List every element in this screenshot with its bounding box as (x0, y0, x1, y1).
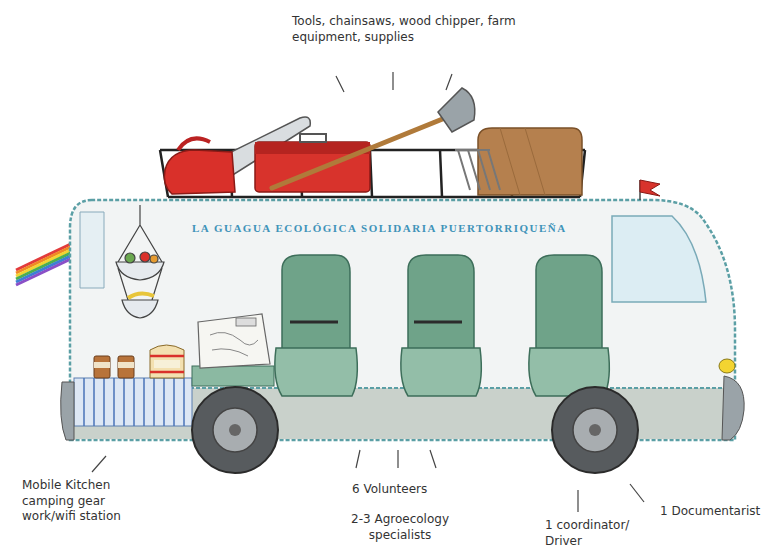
van-body (70, 200, 735, 440)
van-seat (401, 348, 481, 396)
shovel (438, 88, 475, 132)
rear-window (80, 212, 104, 288)
supply-box (478, 128, 582, 195)
van-body (70, 200, 735, 440)
supply-box (500, 128, 545, 195)
jar (94, 362, 110, 368)
van-seat (414, 321, 462, 324)
van-seat (290, 321, 338, 324)
wheel (192, 387, 638, 473)
van-title: LA GUAGUA ECOLÓGICA SOLIDARIA PUERTORRIQ… (192, 222, 567, 234)
headlight (719, 359, 735, 373)
camp-stove (236, 318, 256, 326)
camp-stove (192, 366, 274, 386)
hanging-basket (116, 205, 164, 318)
leader-line (577, 490, 578, 512)
hanging-basket (125, 253, 135, 263)
van-seat (282, 255, 350, 350)
hanging-basket (128, 293, 154, 298)
wheel (213, 408, 257, 452)
hanging-basket (118, 205, 162, 300)
volunteers-label: 6 Volunteers (352, 482, 427, 498)
roof-flag (640, 180, 660, 200)
rake (455, 150, 500, 190)
wheel (552, 387, 638, 473)
shovel (272, 88, 475, 188)
documentarist-label: 1 Documentarist (660, 504, 760, 520)
toolbox (255, 134, 370, 192)
wheel (192, 387, 278, 473)
food-bag (154, 360, 180, 368)
camp-stove (198, 314, 270, 368)
hanging-basket (122, 300, 158, 318)
roof-flag (640, 180, 660, 196)
jar (118, 356, 134, 378)
wheel (573, 408, 617, 452)
kitchen-counter (74, 378, 192, 426)
windshield (612, 216, 706, 302)
rear-window (80, 212, 104, 288)
wheel (229, 424, 241, 436)
jar (94, 356, 110, 378)
leader-line (336, 72, 452, 92)
wheel (589, 424, 601, 436)
leader-line (356, 450, 436, 468)
jar (118, 362, 134, 368)
supply-box (478, 128, 582, 195)
headlight (719, 359, 735, 373)
leader-line (630, 484, 644, 502)
chainsaw (178, 138, 210, 150)
leader-line (92, 456, 106, 472)
roof-rack (168, 196, 580, 199)
toolbox (300, 134, 326, 142)
van-seat (408, 255, 474, 350)
shovel (272, 118, 445, 188)
specialists-label: 2-3 Agroecology specialists (340, 512, 460, 543)
leader-line (92, 450, 644, 512)
hanging-basket (140, 252, 150, 262)
kitchen-counter (84, 378, 184, 426)
van-seat (275, 348, 357, 396)
van-seat (536, 255, 602, 350)
toolbox (255, 142, 370, 154)
hanging-basket (150, 255, 158, 263)
van-seat (275, 255, 609, 396)
camp-stove (210, 332, 258, 356)
hanging-basket (116, 262, 164, 280)
jar (94, 356, 134, 378)
kitchen-counter (74, 378, 192, 426)
camp-stove (192, 314, 274, 386)
kitchen-label: Mobile Kitchen camping gear work/wifi st… (22, 478, 152, 525)
food-bag (150, 345, 184, 378)
toolbox (255, 142, 370, 192)
coordinator-label: 1 coordinator/ Driver (545, 518, 645, 549)
windshield (612, 216, 706, 302)
rake (455, 150, 500, 190)
leader-line (336, 72, 452, 92)
food-bag (150, 356, 184, 372)
bumper (61, 376, 745, 440)
bumper (61, 382, 74, 440)
bumper (722, 376, 744, 440)
chainsaw (164, 150, 235, 194)
food-bag (150, 345, 184, 378)
supplies-label: Tools, chainsaws, wood chipper, farm equ… (292, 14, 542, 45)
